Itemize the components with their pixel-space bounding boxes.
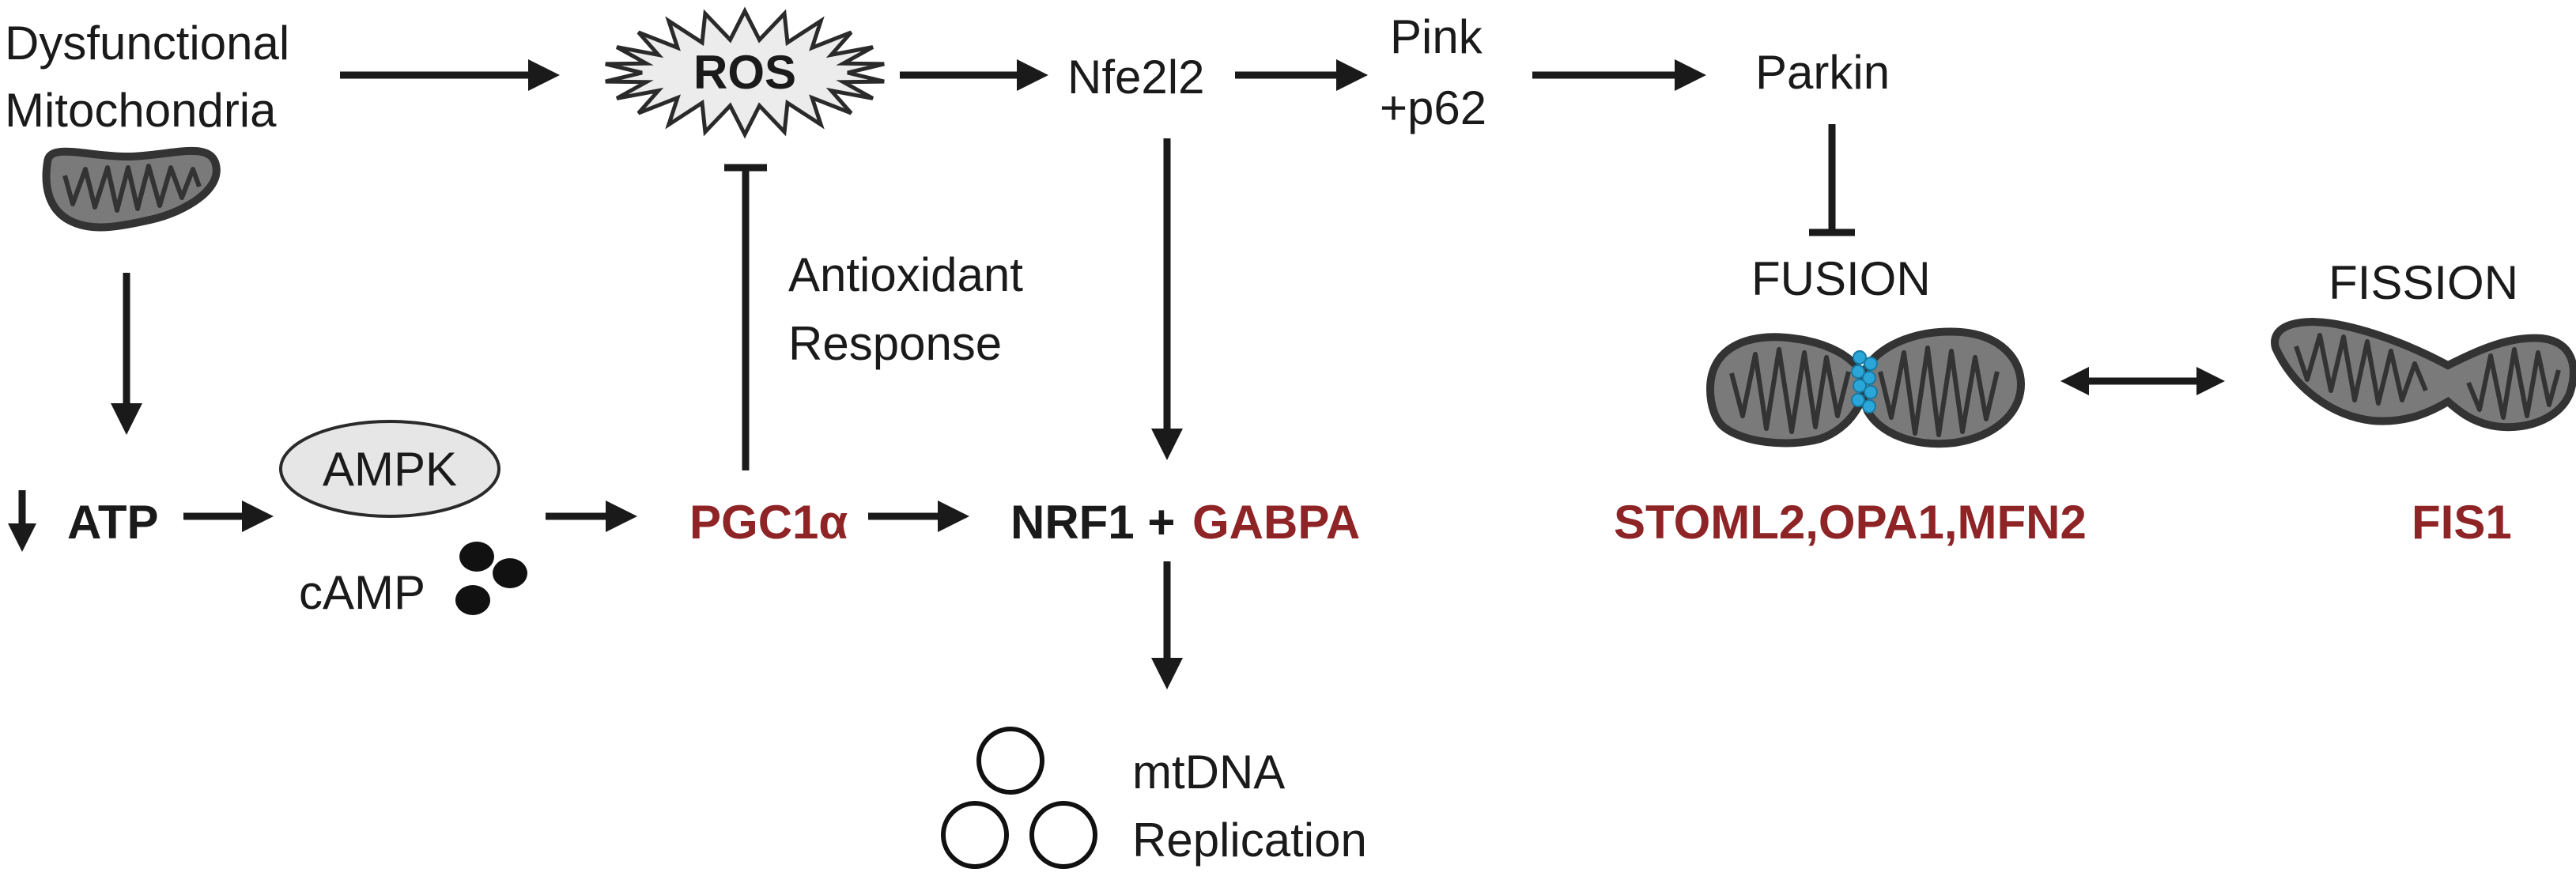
gabpa-label: GABPA bbox=[1192, 496, 1360, 549]
dividing-mitochondrion-icon bbox=[2271, 318, 2576, 432]
arrow-ampk-to-pgc1a bbox=[546, 500, 637, 532]
camp-label: cAMP bbox=[299, 566, 425, 619]
nrf1-label: NRF1 + bbox=[1010, 496, 1175, 549]
ampk-node: AMPK bbox=[279, 420, 500, 518]
double-arrow-fusion-fission bbox=[2060, 367, 2225, 395]
mitochondrion-icon bbox=[42, 146, 221, 232]
ros-label: ROS bbox=[693, 46, 796, 99]
antioxidant-label-line2: Response bbox=[788, 317, 1002, 370]
fis1-label: FIS1 bbox=[2412, 496, 2512, 549]
circular-dna-icon bbox=[941, 727, 1097, 869]
mtdna-label-line2: Replication bbox=[1132, 814, 1367, 867]
atp-label: ATP bbox=[67, 496, 159, 549]
pgc1a-label: PGC1α bbox=[689, 496, 848, 549]
pink-label-line1: Pink bbox=[1390, 10, 1483, 63]
arrow-atp-to-ampk bbox=[183, 500, 274, 532]
fusion-label: FUSION bbox=[1751, 252, 1931, 305]
nfe2l2-label: Nfe2l2 bbox=[1067, 51, 1204, 104]
inhibition-pgc1a-to-ros bbox=[724, 164, 767, 470]
arrow-mitochondria-to-atp bbox=[111, 273, 142, 435]
antioxidant-label-line1: Antioxidant bbox=[788, 248, 1023, 301]
ros-burst-icon: ROS bbox=[605, 6, 885, 139]
arrow-pink-to-parkin bbox=[1532, 59, 1706, 91]
fusion-genes-label: STOML2,OPA1,MFN2 bbox=[1614, 496, 2087, 549]
parkin-label: Parkin bbox=[1755, 46, 1890, 99]
down-arrow-icon bbox=[8, 490, 36, 552]
arrow-nrf1-to-mtdna bbox=[1151, 561, 1183, 689]
dysfunctional-label-line1: Dysfunctional bbox=[5, 17, 289, 70]
dysfunctional-label-line2: Mitochondria bbox=[5, 84, 277, 137]
fused-mitochondria-icon bbox=[1705, 327, 2026, 448]
arrow-nfe2l2-to-nrf1 bbox=[1151, 138, 1183, 460]
molecule-dots-icon bbox=[455, 542, 527, 615]
fusion-site-icon bbox=[1851, 350, 1878, 414]
ampk-label: AMPK bbox=[323, 443, 457, 496]
inhibition-parkin-to-fusion bbox=[1809, 124, 1855, 236]
arrow-dysfunction-to-ros bbox=[340, 59, 560, 91]
arrow-pgc1a-to-nrf1 bbox=[868, 500, 969, 532]
pink-label-line2: +p62 bbox=[1380, 81, 1486, 134]
mtdna-label-line1: mtDNA bbox=[1132, 746, 1285, 799]
fission-label: FISSION bbox=[2329, 256, 2518, 309]
arrow-ros-to-nfe2l2 bbox=[900, 59, 1048, 91]
arrow-nfe2l2-to-pink bbox=[1235, 59, 1368, 91]
